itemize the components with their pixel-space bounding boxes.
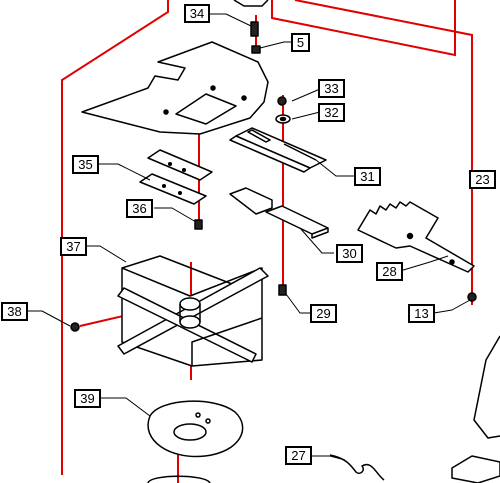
part-5-nut [251, 45, 261, 54]
callout-29: 29 [310, 304, 337, 323]
part-29-screw [278, 284, 287, 296]
part-35-strip-lower [139, 173, 207, 205]
line-art [26, 0, 500, 483]
part-38-nut [70, 322, 80, 332]
leader-lines [26, 13, 472, 461]
callout-34: 34 [184, 4, 210, 23]
top-plate [81, 41, 269, 135]
callout-36: 36 [126, 199, 153, 218]
right-column [473, 335, 500, 439]
part-33-nut [277, 96, 287, 106]
top-bracket-fragment [233, 0, 269, 7]
callout-32: 32 [318, 103, 345, 122]
part-28-slide [357, 201, 475, 273]
part-30-bracket [229, 187, 273, 215]
callout-35: 35 [72, 155, 99, 174]
part-35-strip-upper [147, 149, 213, 181]
callout-37: 37 [60, 237, 87, 256]
assembly-line-top-right [271, 0, 456, 57]
callout-5: 5 [291, 33, 310, 52]
part-27-wire [329, 454, 385, 481]
assembly-line-outer-left [61, 0, 169, 475]
callout-23: 23 [469, 170, 496, 189]
bottom-base-fragment [147, 475, 211, 483]
callout-31: 31 [354, 167, 381, 186]
top-plate-cutout [175, 93, 237, 125]
callout-27: 27 [285, 446, 312, 465]
right-foot [451, 455, 500, 483]
callout-28: 28 [376, 262, 403, 281]
part-36-screw [194, 219, 203, 230]
callout-33: 33 [318, 79, 345, 98]
callout-38: 38 [1, 302, 28, 321]
part-13-nut [467, 292, 477, 302]
callout-39: 39 [74, 389, 101, 408]
callout-30: 30 [336, 244, 363, 263]
part-34-bolt [250, 21, 259, 37]
callout-13: 13 [408, 304, 435, 323]
